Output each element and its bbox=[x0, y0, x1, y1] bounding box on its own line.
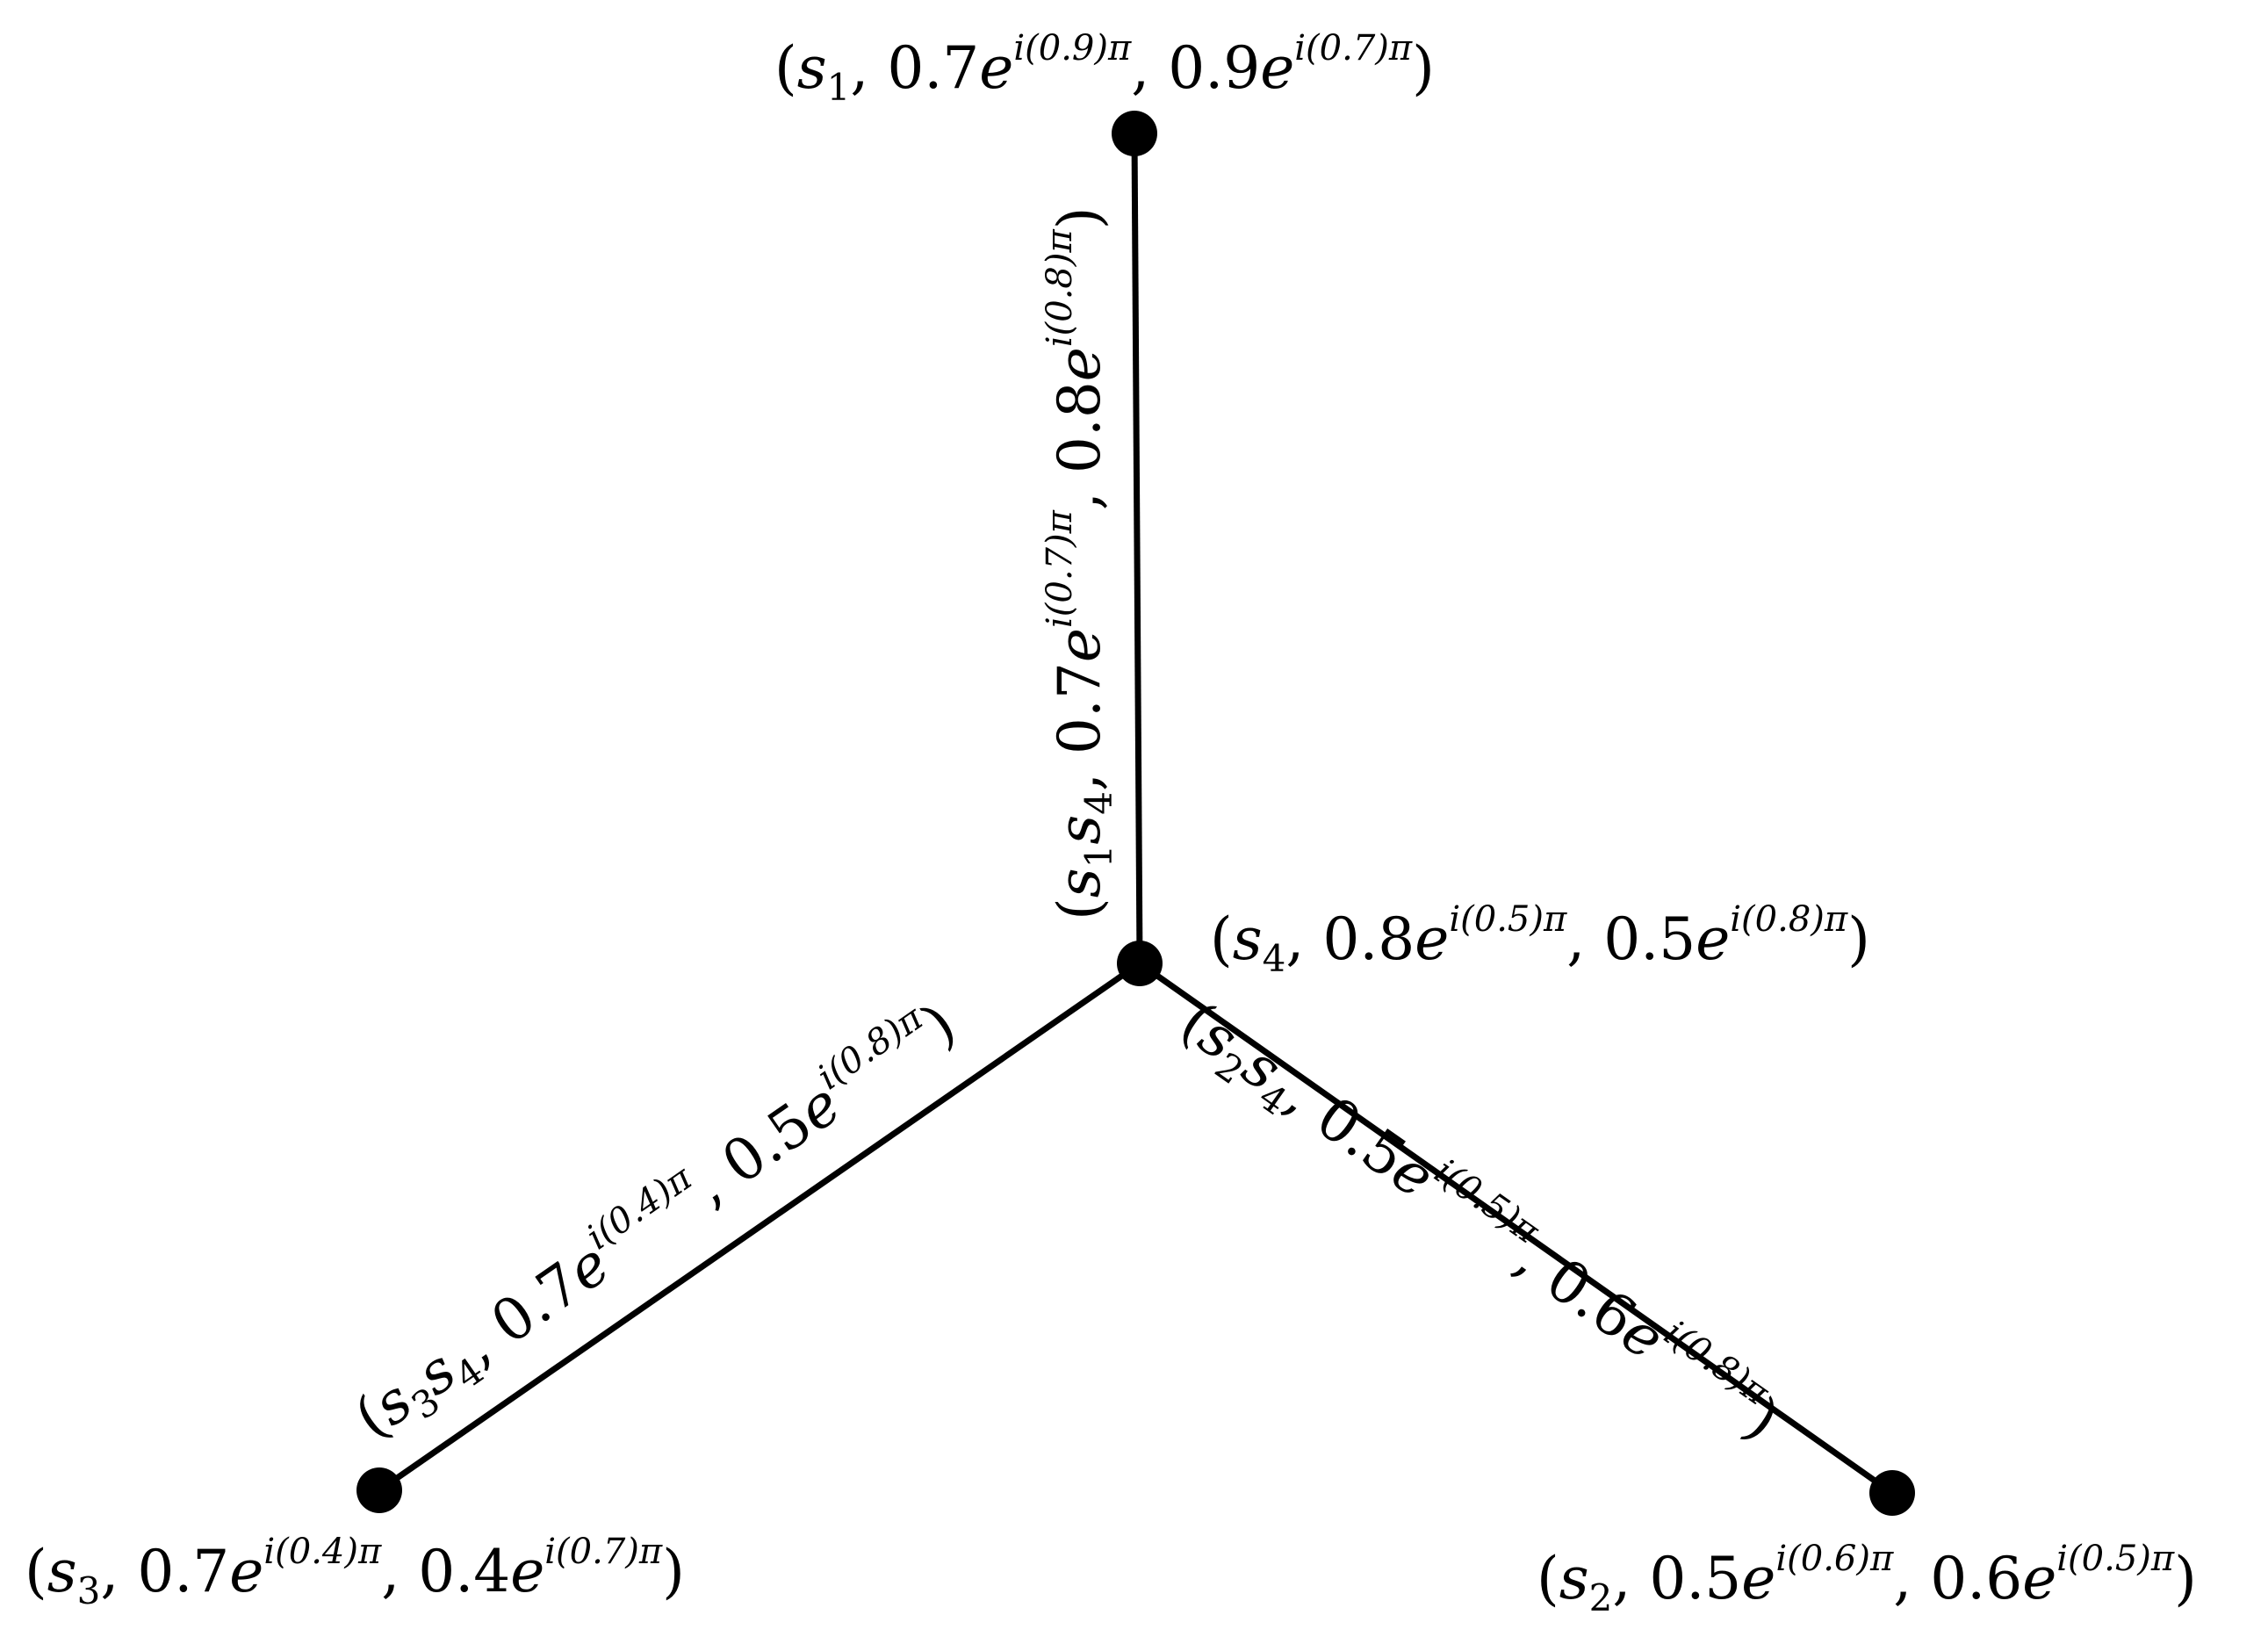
edge-label-s3s4: (s3s4, 0.7ei(0.4)π, 0.5ei(0.8)π) bbox=[339, 985, 971, 1458]
edge-s2s4 bbox=[1137, 961, 1895, 1496]
edge-label-s2s4: (s2s4, 0.5ei(0.5)π, 0.6ei(0.8)π) bbox=[1164, 983, 1795, 1459]
edge-label-s1s4: (s1s4, 0.7ei(0.7)π, 0.8ei(0.8)π) bbox=[1040, 206, 1120, 920]
vertex-label-s2: (s2, 0.5ei(0.6)π, 0.6ei(0.5)π) bbox=[1537, 1539, 2197, 1619]
edge-s3s4 bbox=[378, 961, 1141, 1493]
vertex-label-s3: (s3, 0.7ei(0.4)π, 0.4ei(0.7)π) bbox=[25, 1532, 685, 1612]
vertex-s4 bbox=[1117, 941, 1163, 986]
vertex-label-s1: (s1, 0.7ei(0.9)π, 0.9ei(0.7)π) bbox=[774, 28, 1435, 109]
vertex-s1 bbox=[1112, 111, 1157, 156]
vertex-s3 bbox=[356, 1467, 402, 1513]
vertex-s2 bbox=[1869, 1470, 1915, 1516]
vertex-label-s4: (s4, 0.8ei(0.5)π, 0.5ei(0.8)π) bbox=[1210, 899, 1870, 980]
edge-s1s4 bbox=[1131, 133, 1143, 964]
